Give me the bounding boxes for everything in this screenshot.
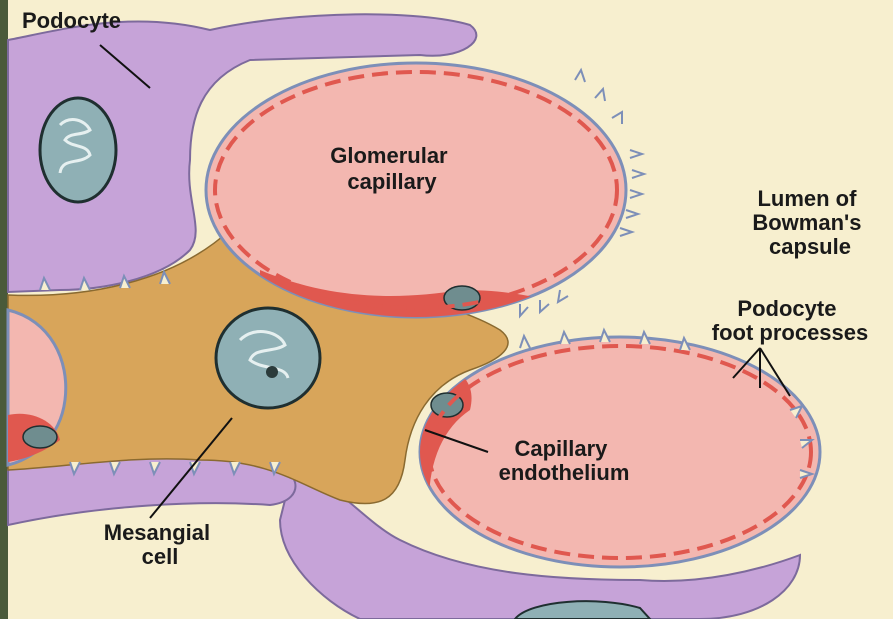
- label-foot-line2: foot processes: [712, 320, 869, 345]
- label-lumen-line3: capsule: [769, 234, 851, 259]
- podocyte-nucleus: [40, 98, 116, 202]
- label-endothelium-line2: endothelium: [499, 460, 630, 485]
- mesangial-nucleus: [216, 308, 320, 408]
- endothelial-nucleus-left: [23, 426, 57, 448]
- mesangial-nucleolus: [266, 366, 278, 378]
- label-mesangial-line1: Mesangial: [104, 520, 210, 545]
- label-lumen-line1: Lumen of: [757, 186, 857, 211]
- label-glomerular-line2: capillary: [347, 169, 437, 194]
- label-glomerular-line1: Glomerular: [330, 143, 448, 168]
- label-lumen-line2: Bowman's: [752, 210, 861, 235]
- label-mesangial-line2: cell: [142, 544, 179, 569]
- label-foot-line1: Podocyte: [737, 296, 836, 321]
- label-endothelium-line1: Capillary: [514, 436, 608, 461]
- label-capillary-endothelium: Capillary endothelium: [499, 436, 630, 485]
- label-glomerular-capillary: Glomerular capillary: [330, 143, 454, 194]
- label-lumen-bowmans-capsule: Lumen of Bowman's capsule: [752, 186, 867, 259]
- label-podocyte: Podocyte: [22, 8, 121, 33]
